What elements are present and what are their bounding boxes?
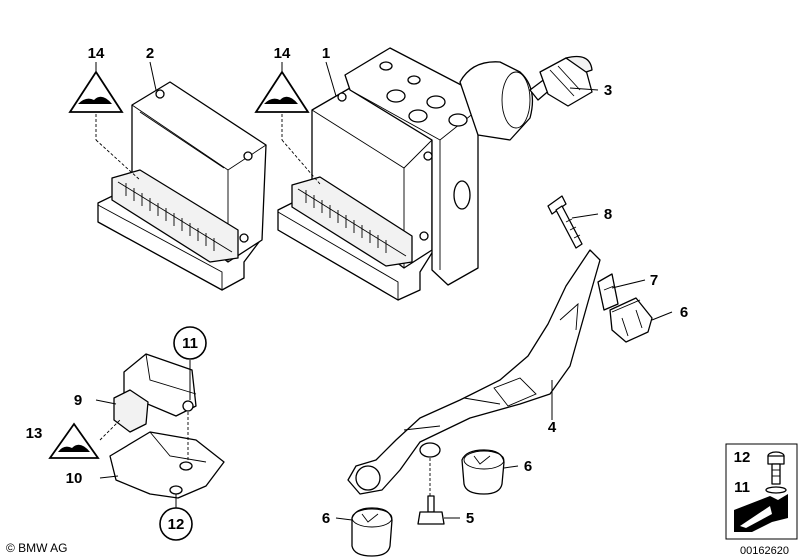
svg-text:12: 12 bbox=[168, 516, 185, 533]
legend-label-12: 12 bbox=[734, 449, 751, 466]
part-6-damper-bottom bbox=[351, 507, 393, 557]
leader-lines bbox=[95, 61, 673, 521]
legend-bolt-icon bbox=[765, 451, 787, 494]
part-3-pressure-sensor bbox=[529, 55, 593, 107]
callout-7: 7 bbox=[650, 272, 658, 289]
callout-2: 2 bbox=[146, 45, 154, 62]
callout-9: 9 bbox=[74, 392, 82, 409]
callout-13: 13 bbox=[26, 425, 43, 442]
part-4-bracket bbox=[347, 249, 601, 495]
part-9-sensor bbox=[113, 353, 197, 433]
part-1-hydraulic-unit bbox=[277, 47, 534, 301]
legend-box: 12 11 bbox=[725, 443, 798, 540]
part-6-damper-middle bbox=[461, 449, 505, 495]
callout-6-middle: 6 bbox=[524, 458, 532, 475]
legend-label-11: 11 bbox=[734, 479, 750, 496]
pin-row-part-1 bbox=[305, 190, 387, 253]
part-10-mounting-bracket bbox=[109, 431, 225, 499]
callout-14-left: 14 bbox=[88, 45, 105, 62]
part-8-bolt bbox=[547, 195, 583, 249]
warning-triangle-sensor bbox=[48, 422, 100, 459]
diagram-reference-number: 00162620 bbox=[740, 545, 789, 557]
callout-8: 8 bbox=[604, 206, 612, 223]
part-6-damper-right bbox=[609, 297, 653, 343]
copyright-text: © BMW AG bbox=[6, 541, 68, 555]
callout-3: 3 bbox=[604, 82, 612, 99]
callouts: 14 2 14 1 3 8 7 6 4 6 6 5 9 13 10 bbox=[26, 45, 689, 527]
callout-11-circled: 11 bbox=[173, 326, 207, 360]
svg-text:11: 11 bbox=[182, 335, 198, 352]
callout-4: 4 bbox=[548, 419, 557, 436]
warning-triangle-left bbox=[68, 70, 124, 113]
part-7-rubber-mount bbox=[597, 273, 619, 311]
callout-14-center: 14 bbox=[274, 45, 291, 62]
callout-1: 1 bbox=[322, 45, 330, 62]
callout-6-bottom: 6 bbox=[322, 510, 330, 527]
part-5-nut bbox=[417, 495, 445, 525]
callout-6-right: 6 bbox=[680, 304, 688, 321]
warning-triangle-center bbox=[254, 70, 310, 113]
callout-5: 5 bbox=[466, 510, 474, 527]
pin-row-part-2 bbox=[125, 183, 215, 251]
callout-12-circled: 12 bbox=[159, 507, 193, 541]
arrow-icon bbox=[734, 494, 788, 532]
callout-10: 10 bbox=[66, 470, 83, 487]
part-2-control-unit bbox=[97, 81, 267, 291]
